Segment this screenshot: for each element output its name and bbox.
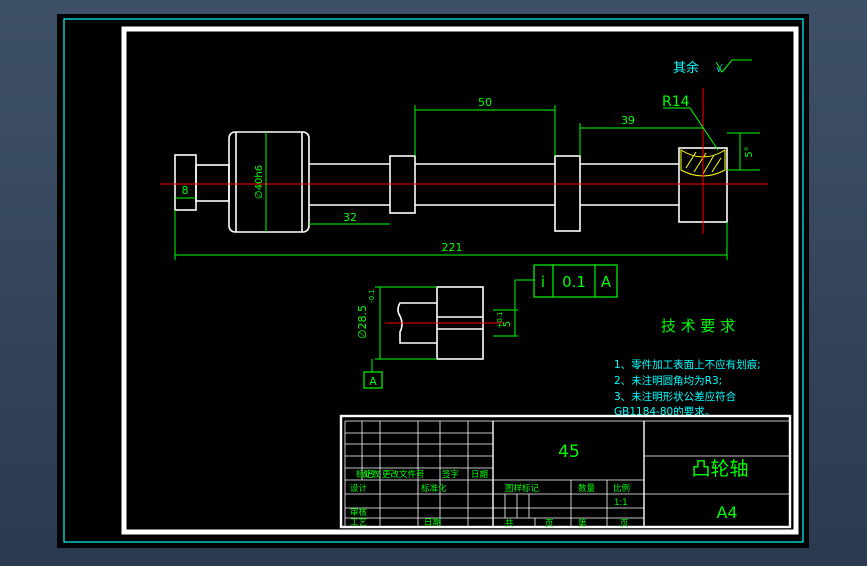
label-quantity: 数量 [578, 483, 596, 494]
dim-32: 32 [343, 211, 357, 224]
cam-groove-hatch [680, 149, 726, 177]
label-scale: 比例 [613, 483, 630, 494]
middle-collar-2 [554, 155, 581, 232]
dim-phi28: ∅28.5 [356, 305, 369, 339]
paper-border [121, 26, 799, 535]
dim-5: 5 [502, 321, 513, 327]
label-pages-2: 页 [620, 519, 629, 529]
title-block-text: 标记 处数 更改文件号 签字 日期 设计 标准化 审核 工艺 日期 图样标记 数… [350, 469, 630, 529]
title-block[interactable] [339, 414, 792, 529]
tolerance-datum: A [601, 273, 612, 291]
dim-phi28-tol: -0.1 [368, 289, 376, 303]
dim-5-tol: +0.1 [496, 312, 504, 329]
material: 45 [558, 442, 580, 462]
detail-dimension-lines [371, 279, 535, 372]
label-mark: 标记 [356, 469, 374, 480]
dim-8: 8 [182, 184, 189, 197]
tech-requirement-3: 3、未注明形状公差应符合 [614, 390, 737, 403]
dim-phi40: ∅40h6 [254, 165, 265, 199]
tech-requirement-2: 2、未注明圆角均为R3; [614, 374, 722, 387]
radius-r14: R14 [662, 94, 690, 110]
label-sheet: 第 [578, 518, 587, 529]
angle-5deg: 5° [744, 146, 755, 157]
label-change-doc: 更改文件号 [382, 469, 425, 480]
dimension-lines [174, 59, 760, 260]
scale-value: 1:1 [614, 498, 628, 508]
label-date: 日期 [471, 470, 488, 480]
main-body [228, 131, 310, 233]
tolerance-value: 0.1 [562, 273, 586, 291]
paper-size: A4 [716, 503, 737, 522]
tolerance-symbol: i [541, 273, 545, 291]
dim-221: 221 [442, 241, 463, 254]
model-space [57, 14, 809, 548]
label-review: 审核 [350, 507, 368, 518]
datum-marker[interactable]: A [363, 371, 383, 389]
label-standardization: 标准化 [421, 483, 447, 494]
part-name: 凸轮轴 [691, 458, 748, 480]
label-design: 设计 [350, 483, 368, 494]
label-pages-1: 页 [545, 519, 554, 529]
datum-label: A [369, 375, 377, 388]
label-process: 工艺 [350, 518, 367, 528]
label-count: 处数 [363, 469, 381, 480]
dim-39: 39 [621, 114, 635, 127]
label-stage-mark: 图样标记 [505, 483, 540, 494]
label-total: 共 [505, 519, 514, 529]
label-signature: 签字 [442, 469, 459, 480]
label-approve-date: 日期 [424, 518, 441, 528]
finish-note: 其余 [673, 60, 699, 76]
tolerance-frame[interactable]: i 0.1 A [533, 264, 618, 298]
dim-50: 50 [478, 96, 492, 109]
finish-symbol: √ [716, 64, 723, 75]
tech-requirement-4: GB1184-80的要求。 [614, 405, 715, 418]
tech-requirement-1: 1、零件加工表面上不应有划痕; [614, 358, 761, 371]
outer-frame [63, 18, 804, 543]
tech-requirements-title: 技 术 要 求 [661, 317, 735, 335]
